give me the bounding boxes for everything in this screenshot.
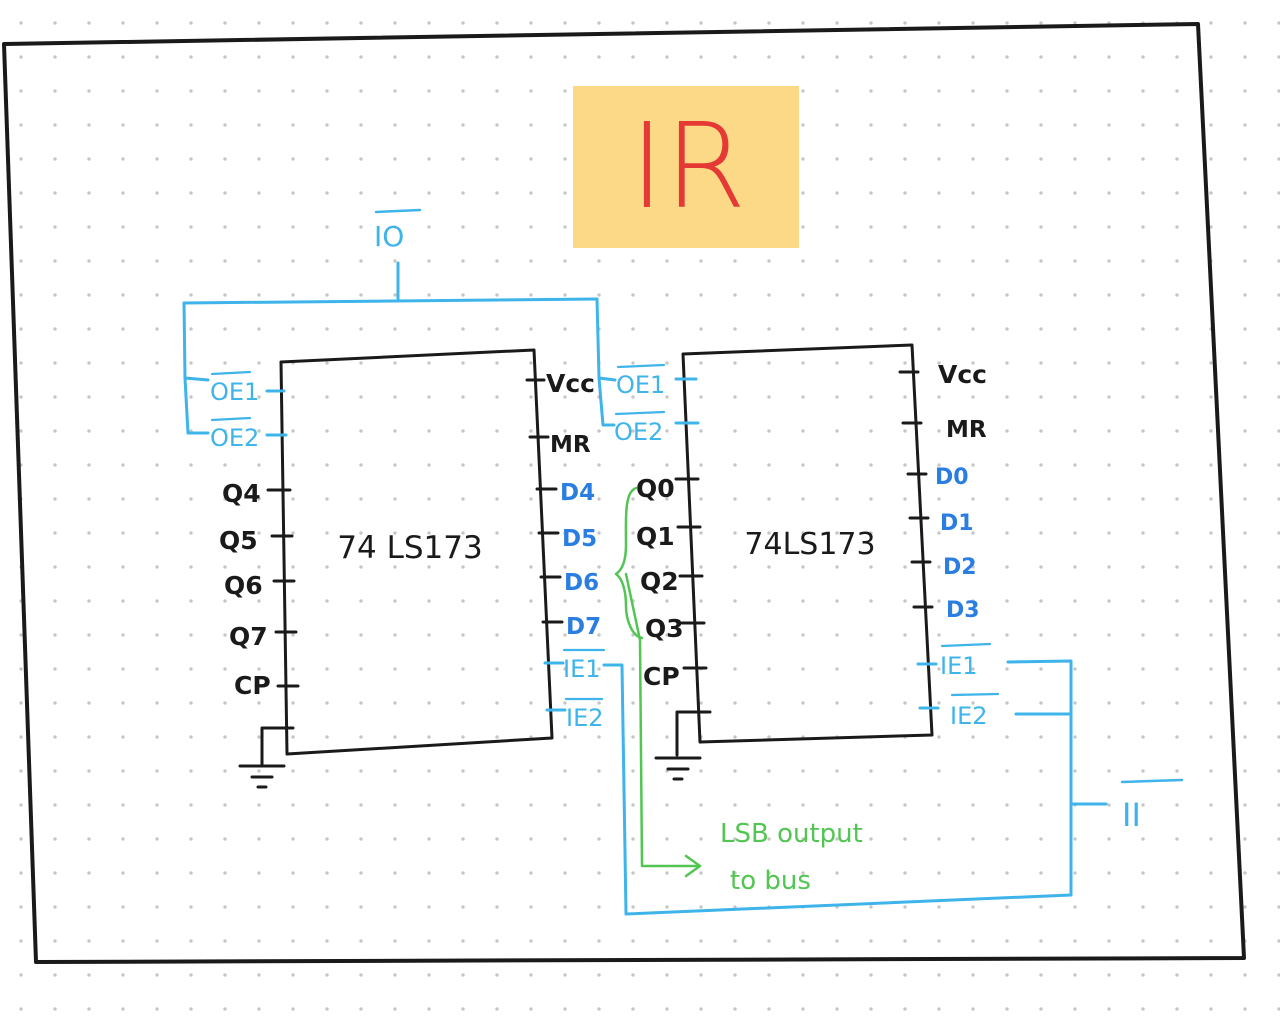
ii-label: II — [1122, 796, 1141, 834]
chip1-ground-symbol — [238, 726, 295, 789]
lsb-output-brace — [614, 486, 702, 878]
chip1-pin-oe2: OE2 — [210, 424, 259, 452]
io-label: IO — [374, 220, 404, 253]
chip2-pin-d0: D0 — [935, 465, 969, 490]
lsb-note-line2: to bus — [730, 866, 811, 896]
chip1-pin-q6: Q6 — [224, 571, 263, 600]
outer-border — [2, 22, 1246, 964]
chip1-pin-vcc: Vcc — [546, 369, 595, 398]
lsb-note-line1: LSB output — [720, 819, 863, 849]
chip2-pin-ie2: IE2 — [950, 702, 988, 730]
chip1-pin-oe1: OE1 — [210, 378, 259, 406]
chip1-pin-ie2: IE2 — [566, 704, 604, 732]
ii-control-wiring — [602, 659, 1108, 916]
chip2-pin-mr: MR — [946, 417, 987, 443]
chip2-pin-d1: D1 — [940, 511, 974, 536]
chip1-pin-mr: MR — [550, 432, 591, 458]
chip1-name: 74 LS173 — [337, 530, 482, 566]
ii-label-overbar — [1120, 778, 1184, 784]
chip1-pin-q7: Q7 — [229, 622, 268, 651]
chip1-pin-d7: D7 — [566, 614, 601, 640]
chip2-name: 74LS173 — [744, 527, 875, 562]
io-control-wiring — [182, 261, 617, 435]
chip2-pin-q3: Q3 — [645, 614, 684, 643]
chip2-pin-d3: D3 — [946, 598, 980, 623]
chip1-pin-d5: D5 — [562, 526, 597, 552]
chip2-pin-d2: D2 — [943, 555, 977, 580]
io-label-overbar — [374, 208, 422, 214]
chip1-pin-d4: D4 — [560, 480, 595, 506]
chip2-pin-q2: Q2 — [640, 567, 679, 596]
chip2-pin-vcc: Vcc — [938, 360, 987, 389]
title-text: IR — [630, 97, 747, 235]
chip2-pin-cp: CP — [643, 662, 680, 691]
chip2-pin-ie1: IE1 — [940, 652, 978, 680]
chip1-pin-cp: CP — [234, 671, 271, 700]
chip2-pin-q0: Q0 — [636, 474, 675, 503]
chip2-body — [681, 343, 934, 744]
chip1-pin-ie1: IE1 — [563, 655, 601, 683]
chip1-body — [279, 348, 554, 756]
chip2-pin-q1: Q1 — [636, 522, 675, 551]
chip2-pin-oe2: OE2 — [614, 418, 663, 446]
chip1-pin-d6: D6 — [564, 570, 599, 596]
chip2-pin-oe1: OE1 — [616, 371, 665, 399]
title-box — [573, 86, 799, 248]
chip2-ground-symbol — [654, 710, 712, 781]
chip1-pin-q4: Q4 — [222, 479, 261, 508]
chip1-pin-q5: Q5 — [219, 526, 258, 555]
